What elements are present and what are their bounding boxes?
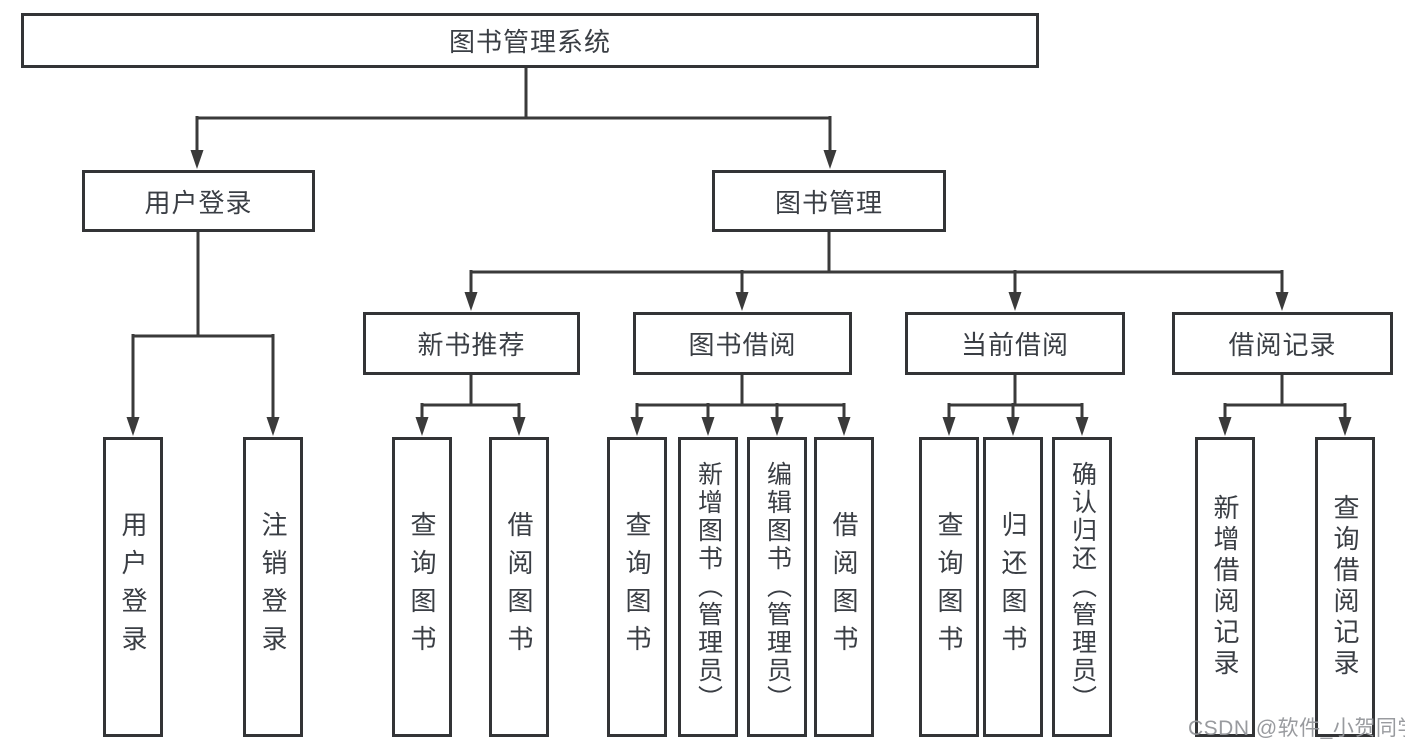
leaf-query-books-borrow: 查询图书 (607, 437, 667, 737)
leaf-return-books: 归还图书 (983, 437, 1043, 737)
arrow-down-icon (126, 417, 140, 436)
node-user-login: 用户登录 (82, 170, 315, 232)
leaf-borrow-books-recommend: 借阅图书 (489, 437, 549, 737)
arrow-down-icon (823, 150, 837, 169)
arrow-down-icon (1275, 292, 1289, 311)
leaf-logout: 注销登录 (243, 437, 303, 737)
leaf-query-books-recommend: 查询图书 (392, 437, 452, 737)
arrow-down-icon (837, 417, 851, 436)
arrow-down-icon (464, 292, 478, 311)
arrow-down-icon (190, 150, 204, 169)
arrow-down-icon (1218, 417, 1232, 436)
arrow-down-icon (1006, 417, 1020, 436)
arrow-down-icon (770, 417, 784, 436)
arrow-down-icon (512, 417, 526, 436)
arrow-down-icon (735, 292, 749, 311)
tree-edges (131, 68, 1347, 423)
arrow-down-icon (1008, 292, 1022, 311)
arrow-down-icon (630, 417, 644, 436)
arrow-down-icon (701, 417, 715, 436)
leaf-query-borrow-record: 查询借阅记录 (1315, 437, 1375, 737)
arrowheads (126, 150, 1352, 436)
leaf-query-books-current: 查询图书 (919, 437, 979, 737)
node-book-management: 图书管理 (712, 170, 946, 232)
leaf-add-books-admin: 新增图书（管理员） (678, 437, 738, 737)
leaf-add-borrow-record: 新增借阅记录 (1195, 437, 1255, 737)
node-borrowing-records: 借阅记录 (1172, 312, 1393, 375)
watermark: CSDN @软件_小贺同学 (1188, 717, 1405, 740)
leaf-user-login: 用户登录 (103, 437, 163, 737)
arrow-down-icon (942, 417, 956, 436)
node-current-borrowing: 当前借阅 (905, 312, 1125, 375)
node-new-book-recommendation: 新书推荐 (363, 312, 580, 375)
node-library-system: 图书管理系统 (21, 13, 1039, 68)
leaf-borrow-books: 借阅图书 (814, 437, 874, 737)
arrow-down-icon (266, 417, 280, 436)
leaf-edit-books-admin: 编辑图书（管理员） (747, 437, 807, 737)
arrow-down-icon (1075, 417, 1089, 436)
arrow-down-icon (415, 417, 429, 436)
leaf-confirm-return-admin: 确认归还（管理员） (1052, 437, 1112, 737)
node-book-borrowing: 图书借阅 (633, 312, 852, 375)
arrow-down-icon (1338, 417, 1352, 436)
